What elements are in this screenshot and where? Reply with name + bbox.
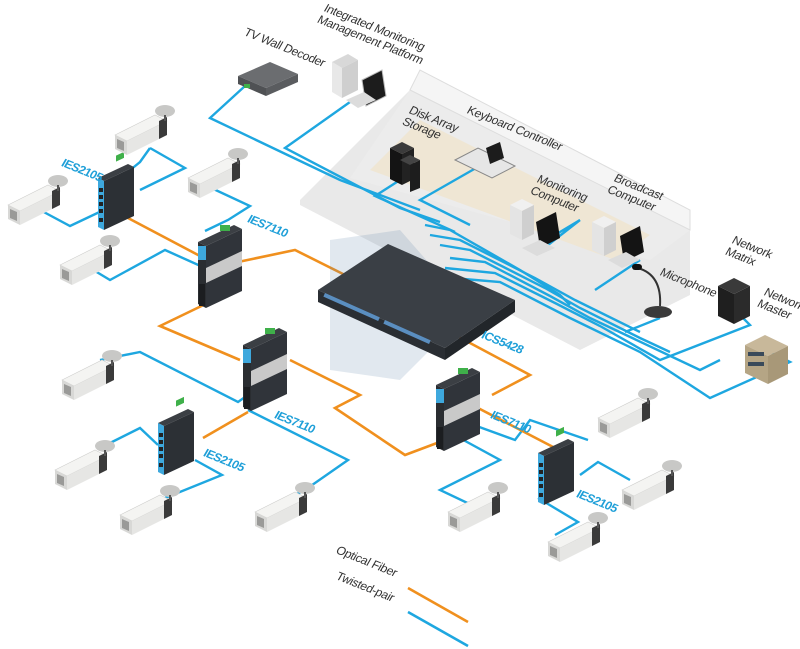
camera-11 <box>447 481 509 533</box>
monitoring-computer[interactable] <box>510 199 560 256</box>
switch-ies7110-right[interactable] <box>436 368 480 451</box>
legend-fiber-line <box>407 586 469 624</box>
keyboard-controller[interactable] <box>453 142 517 179</box>
camera-10 <box>621 459 683 511</box>
camera-1 <box>114 104 176 156</box>
network-master[interactable] <box>745 335 788 384</box>
switch-ies2105-top[interactable] <box>98 151 134 230</box>
network-matrix[interactable] <box>718 278 750 324</box>
camera-2 <box>7 174 69 226</box>
switch-ies2105-left[interactable] <box>158 396 194 475</box>
camera-8 <box>254 481 316 533</box>
disk-array-storage[interactable] <box>390 142 420 192</box>
camera-5 <box>61 349 123 401</box>
microphone[interactable] <box>632 264 672 318</box>
switch-ies7110-left[interactable] <box>243 328 287 411</box>
twisted-pair-cables <box>39 85 793 537</box>
optical-fiber-cables <box>127 216 556 457</box>
camera-12 <box>547 511 609 563</box>
camera-6 <box>54 439 116 491</box>
broadcast-computer[interactable] <box>592 216 644 268</box>
tv-wall-decoder[interactable] <box>238 62 298 96</box>
camera-7 <box>119 484 181 536</box>
camera-9 <box>597 387 659 439</box>
legend-twisted-line <box>407 610 469 648</box>
switch-ies2105-right[interactable] <box>538 426 574 505</box>
core-switch-ics5428[interactable] <box>318 244 515 360</box>
switch-ies7110-top[interactable] <box>198 225 242 308</box>
camera-4 <box>59 234 121 286</box>
monitoring-platform-pc[interactable] <box>332 54 387 108</box>
